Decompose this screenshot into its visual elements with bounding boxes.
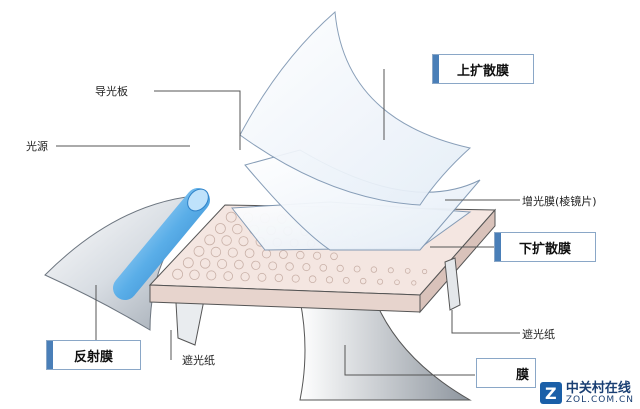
label-accent-bar [495,233,501,261]
guide-dot [394,279,400,286]
guide-dot [225,211,237,223]
light-guide-plate-label: 导光板 [95,85,128,98]
guide-dot [360,277,367,285]
reflector-text: 反射膜 [73,349,113,365]
guide-dot [268,261,278,271]
upper-diffuser-film-shape [239,10,472,206]
guide-dot [336,264,344,272]
lower-diffuser-text: 下扩散膜 [518,241,571,257]
label-accent-bar [433,55,439,83]
guide-dot [227,247,238,258]
bottom-shade-paper-shape [299,299,472,401]
guide-dot [234,259,244,270]
guide-dot [238,236,249,247]
bottom-partial-label: 膜 [476,358,536,388]
guide-dot [411,280,417,286]
guide-dot [221,235,232,246]
light-guide-plate-side [419,208,496,314]
brightness-film-label: 增光膜(棱镜片) [522,195,597,208]
guide-dot [421,268,428,275]
guide-dot [278,250,288,259]
light-source-tube [113,188,210,300]
guide-dot [308,275,317,284]
guide-dot [257,272,267,282]
guide-dot [244,248,255,259]
upper-diffuser-text: 上扩散膜 [456,63,509,79]
guide-dot [199,258,211,269]
bottom-partial-text: 膜 [515,367,529,383]
guide-dot [325,276,334,284]
guide-dot [313,251,322,260]
guide-dot [240,272,250,282]
shade-paper-left-label: 遮光纸 [182,354,215,367]
guide-dot [206,270,217,281]
guide-dot [285,262,294,271]
guide-dot [232,223,243,235]
guide-dot [404,268,411,274]
zol-brand-en: ZOL.COM.CN [565,394,634,405]
guide-dot [387,267,394,274]
guide-dot [172,268,184,280]
lower-diffuser-label: 下扩散膜 [494,232,596,262]
right-shade-paper-shape [444,257,461,311]
guide-dot [353,265,361,273]
guide-dot [251,260,261,270]
guide-dot [302,263,311,272]
guide-dot [210,246,222,258]
guide-dot [370,266,378,273]
guide-dot [214,223,226,234]
guide-dot [204,234,216,246]
upper-diffuser-label: 上扩散膜 [432,54,534,84]
guide-dot [330,252,338,261]
guide-dot [291,274,300,283]
reflector-label: 反射膜 [46,340,141,370]
zol-brand-cn: 中关村在线 [565,380,631,396]
leader-lines [56,69,520,376]
zol-watermark: Z 中关村在线 ZOL.COM.CN [539,382,634,405]
shade-paper-right-label: 遮光纸 [522,328,555,341]
light-source-tube-end [187,188,209,212]
guide-dot [189,269,200,281]
label-accent-bar [47,341,53,369]
guide-dot [296,250,305,260]
zol-logo-letter: Z [545,383,557,403]
guide-dot [217,258,228,269]
guide-dot [319,263,328,272]
guide-dot [223,271,234,281]
guide-dot [342,276,350,284]
guide-dot [377,278,384,285]
zol-logo-icon: Z [539,382,562,405]
zol-brand-text: 中关村在线 ZOL.COM.CN [566,382,634,405]
light-source-label: 光源 [26,140,48,153]
guide-dot [193,245,205,257]
guide-dot [182,257,194,269]
guide-dot [274,273,283,283]
